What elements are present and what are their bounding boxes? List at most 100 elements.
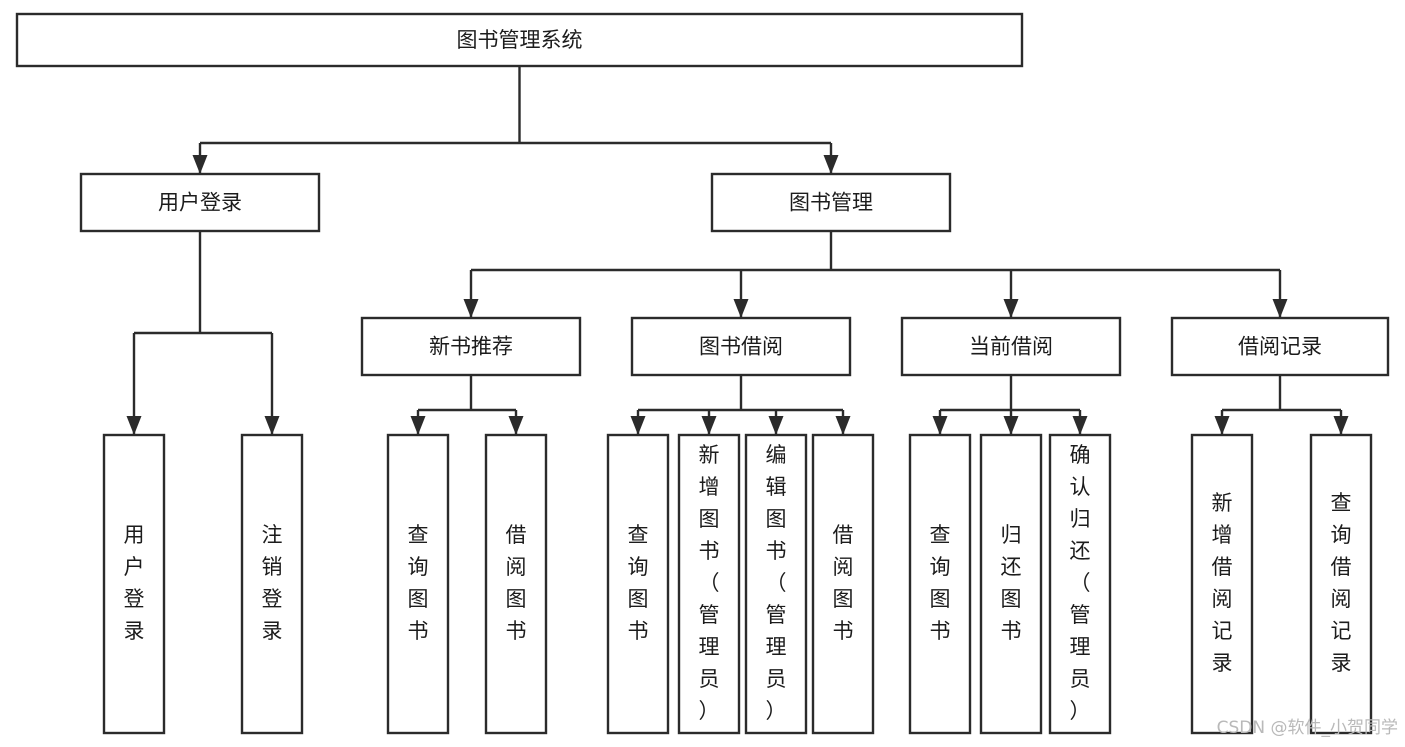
node-box-current-confirm-return[interactable] bbox=[1048, 433, 1112, 735]
node-label-char: 书 bbox=[930, 619, 951, 643]
arrow-down-icon bbox=[1072, 416, 1088, 435]
arrow-down-icon bbox=[1272, 299, 1288, 318]
node-user-login[interactable]: 用户登录 bbox=[79, 172, 321, 233]
node-label-char: 新 bbox=[1212, 491, 1233, 515]
node-label-char: 登 bbox=[262, 587, 283, 611]
node-label-char: 书 bbox=[1001, 619, 1022, 643]
node-label-char: 图 bbox=[628, 587, 649, 611]
node-box-recommend-query-book[interactable] bbox=[386, 433, 450, 735]
node-label-book-manage: 图书管理 bbox=[789, 191, 873, 215]
arrow-down-icon bbox=[1003, 299, 1019, 318]
node-label-char: 录 bbox=[1212, 651, 1233, 675]
arrow-down-icon bbox=[1214, 416, 1230, 435]
node-borrow-record[interactable]: 借阅记录 bbox=[1170, 316, 1390, 377]
node-box-current-query-book[interactable] bbox=[908, 433, 972, 735]
node-box-borrow-borrow-book[interactable] bbox=[811, 433, 875, 735]
arrow-down-icon bbox=[1003, 416, 1019, 435]
node-label-char: 管 bbox=[1070, 603, 1091, 627]
node-label-char: 借 bbox=[506, 523, 527, 547]
node-box-user-login-do[interactable] bbox=[102, 433, 166, 735]
node-label-char: 图 bbox=[766, 507, 787, 531]
node-current-borrow[interactable]: 当前借阅 bbox=[900, 316, 1122, 377]
node-label-borrow-record: 借阅记录 bbox=[1238, 335, 1322, 359]
node-label-current-borrow: 当前借阅 bbox=[969, 335, 1053, 359]
node-label-char: 员 bbox=[766, 667, 787, 691]
node-label-char: 记 bbox=[1331, 619, 1352, 643]
node-label-char: 户 bbox=[124, 555, 145, 579]
node-box-record-query[interactable] bbox=[1309, 433, 1373, 735]
node-label-char: 书 bbox=[408, 619, 429, 643]
node-box-current-return-book[interactable] bbox=[979, 433, 1043, 735]
node-box-current-borrow[interactable] bbox=[900, 316, 1122, 377]
node-label-char: 图 bbox=[930, 587, 951, 611]
node-box-user-login[interactable] bbox=[79, 172, 321, 233]
node-box-borrow-edit-book[interactable] bbox=[744, 433, 808, 735]
node-label-char: 辑 bbox=[766, 475, 787, 499]
node-label-char: ） bbox=[699, 699, 720, 723]
arrow-down-icon bbox=[932, 416, 948, 435]
node-label-char: 管 bbox=[699, 603, 720, 627]
node-book-borrow[interactable]: 图书借阅 bbox=[630, 316, 852, 377]
connector-layer bbox=[126, 66, 1349, 435]
node-label-char: 用 bbox=[124, 523, 145, 547]
node-label-char: 确 bbox=[1070, 443, 1091, 467]
node-label-char: 录 bbox=[124, 619, 145, 643]
node-box-root[interactable] bbox=[15, 12, 1024, 68]
node-box-recommend-borrow-book[interactable] bbox=[484, 433, 548, 735]
node-label-char: 书 bbox=[506, 619, 527, 643]
node-box-book-borrow[interactable] bbox=[630, 316, 852, 377]
node-label-char: 理 bbox=[1070, 635, 1091, 659]
node-label-char: ） bbox=[1070, 699, 1091, 723]
node-label-char: 员 bbox=[1070, 667, 1091, 691]
node-box-new-book-recommend[interactable] bbox=[360, 316, 582, 377]
node-label-char: 图 bbox=[699, 507, 720, 531]
node-box-borrow-add-book[interactable] bbox=[677, 433, 741, 735]
node-label-char: ） bbox=[766, 699, 787, 723]
watermark-label: CSDN @软件_小贺同学 bbox=[1217, 718, 1398, 738]
node-book-manage[interactable]: 图书管理 bbox=[710, 172, 952, 233]
node-label-char: 注 bbox=[262, 523, 283, 547]
node-box-user-logout-do[interactable] bbox=[240, 433, 304, 735]
node-label-root: 图书管理系统 bbox=[457, 28, 583, 52]
node-label-char: 查 bbox=[930, 523, 951, 547]
node-label-char: 查 bbox=[628, 523, 649, 547]
node-root[interactable]: 图书管理系统 bbox=[15, 12, 1024, 68]
node-label-char: 管 bbox=[766, 603, 787, 627]
node-label-char: 图 bbox=[408, 587, 429, 611]
node-label-char: 录 bbox=[262, 619, 283, 643]
node-box-borrow-query-book[interactable] bbox=[606, 433, 670, 735]
node-box-book-manage[interactable] bbox=[710, 172, 952, 233]
node-label-char: 编 bbox=[766, 443, 787, 467]
node-label-char: 还 bbox=[1070, 539, 1091, 563]
node-box-record-add[interactable] bbox=[1190, 433, 1254, 735]
node-label-char: 员 bbox=[699, 667, 720, 691]
node-box-borrow-record[interactable] bbox=[1170, 316, 1390, 377]
arrow-down-icon bbox=[126, 416, 142, 435]
node-label-char: 记 bbox=[1212, 619, 1233, 643]
arrow-down-icon bbox=[835, 416, 851, 435]
node-user-login-do[interactable]: 用户登录 bbox=[102, 433, 166, 735]
node-new-book-recommend[interactable]: 新书推荐 bbox=[360, 316, 582, 377]
node-label-new-book-recommend: 新书推荐 bbox=[429, 335, 513, 359]
node-label-char: 询 bbox=[628, 555, 649, 579]
node-label-char: 销 bbox=[262, 555, 283, 579]
node-label-user-login: 用户登录 bbox=[158, 191, 242, 215]
